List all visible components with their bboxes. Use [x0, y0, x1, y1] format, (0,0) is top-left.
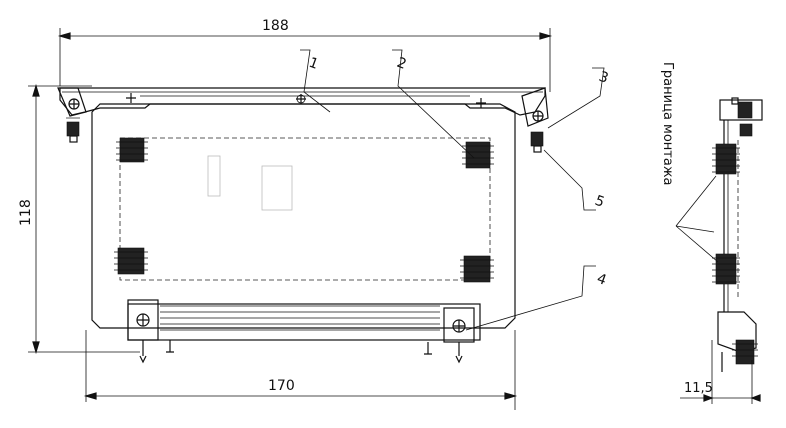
side-top-bracket [719, 97, 763, 137]
callout-3: 3 [547, 67, 611, 129]
callout-5-label: 5 [593, 193, 607, 211]
chip-top-right [462, 141, 494, 169]
side-boundary-leaders [675, 175, 719, 263]
callout-4-label: 4 [595, 271, 609, 289]
chip-bottom-left [114, 247, 148, 275]
mounting-boundary [119, 137, 491, 281]
left-clamp [57, 87, 87, 143]
callout-3-label: 3 [597, 69, 611, 87]
printed-circuit-board [91, 103, 516, 329]
dimension-width-top: 188 [57, 18, 553, 92]
side-chip-lower [712, 253, 740, 285]
top-mounting-bar [59, 87, 546, 116]
chip-top-left [116, 137, 148, 163]
dimension-height-left-label: 118 [18, 199, 34, 226]
side-bottom-connector [717, 311, 758, 372]
side-dimension-thickness: 11,5 [680, 340, 761, 404]
callout-2-label: 2 [395, 55, 409, 73]
side-view: Граница монтажа 11,5 [660, 62, 763, 404]
dimension-width-top-label: 188 [262, 18, 289, 34]
side-chip-upper [712, 143, 740, 175]
callout-1: 1 [300, 49, 331, 113]
dimension-height-left: 118 [18, 83, 140, 355]
right-clamp [521, 87, 549, 153]
side-dimension-thickness-label: 11,5 [684, 381, 713, 396]
bottom-connector-bar [127, 299, 481, 364]
dimension-width-bottom-label: 170 [268, 378, 295, 394]
side-boundary-label: Граница монтажа [660, 62, 675, 186]
callout-5: 5 [543, 149, 607, 211]
chip-bottom-right [460, 255, 494, 283]
dimension-width-bottom: 170 [83, 330, 518, 410]
front-view: 188 170 118 1 2 [18, 18, 610, 410]
